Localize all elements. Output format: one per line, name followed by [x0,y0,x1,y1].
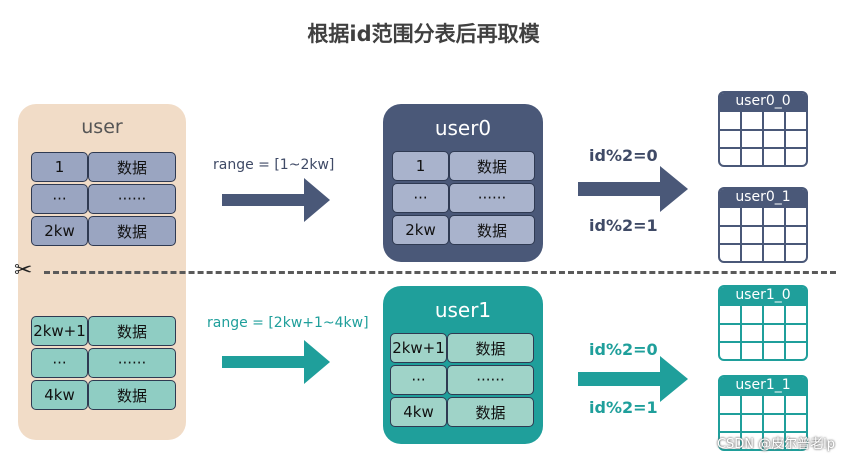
source-upper-data-cell: ······ [88,184,176,214]
table-name-label: user0_1 [735,189,791,205]
shard-user1-id-cell: 4kw [390,397,447,427]
table-name-label: user0_0 [735,93,791,109]
table-name-label: user1_1 [735,377,791,393]
source-lower-data-cell: 数据 [88,380,176,410]
shard-user0-data-cell: 数据 [449,151,535,181]
shard-user0-id-cell: 2kw [392,215,449,245]
table-user0-1: user0_1 [718,187,808,263]
source-upper-id-cell: 1 [31,152,88,182]
diagram-title: 根据id范围分表后再取模 [307,22,540,46]
upper-range-label: range = [1~2kw] [213,157,335,173]
lower-mod-even-label: id%2=0 [589,340,658,359]
upper-mod-even-label: id%2=0 [589,146,658,165]
shard-user0-id-cell: 1 [392,151,449,181]
lower-range-arrow-icon [222,340,330,384]
shard-user0-label: user0 [434,116,492,140]
table-grid-icon [718,285,808,361]
source-lower-id-cell: 4kw [31,380,88,410]
shard-user1-id-cell: ··· [390,365,447,395]
lower-mod-odd-label: id%2=1 [589,398,658,417]
source-upper-data-cell: 数据 [88,216,176,246]
upper-mod-odd-label: id%2=1 [589,216,658,235]
table-name-label: user1_0 [735,287,791,303]
source-user-label: user [81,116,123,138]
lower-range-label: range = [2kw+1~4kw] [207,315,369,331]
split-dashed-line [44,271,836,274]
source-upper-data-cell: 数据 [88,152,176,182]
table-grid-icon [718,91,808,167]
source-lower-id-cell: ··· [31,348,88,378]
source-upper-id-cell: 2kw [31,216,88,246]
table-grid-icon [718,375,808,451]
shard-user0-data-cell: 数据 [449,215,535,245]
scissors-icon: ✂ [14,258,33,283]
watermark: CSDN @皮尔普老lp [716,437,835,452]
table-user1-0: user1_0 [718,285,808,361]
shard-user0-data-cell: ······ [449,183,535,213]
shard-user1-data-cell: ······ [447,365,534,395]
upper-range-arrow-icon [222,178,330,222]
shard-user1-data-cell: 数据 [447,397,534,427]
upper-mod-arrow-icon [578,166,688,212]
shard-user1-id-cell: 2kw+1 [390,333,447,363]
source-lower-id-cell: 2kw+1 [31,316,88,346]
lower-mod-arrow-icon [578,356,688,402]
table-user1-1: user1_1 [718,375,808,451]
shard-user1-data-cell: 数据 [447,333,534,363]
shard-user0-id-cell: ··· [392,183,449,213]
table-user0-0: user0_0 [718,91,808,167]
table-grid-icon [718,187,808,263]
source-lower-data-cell: 数据 [88,316,176,346]
source-lower-data-cell: ······ [88,348,176,378]
source-upper-id-cell: ··· [31,184,88,214]
shard-user1-label: user1 [434,298,492,322]
